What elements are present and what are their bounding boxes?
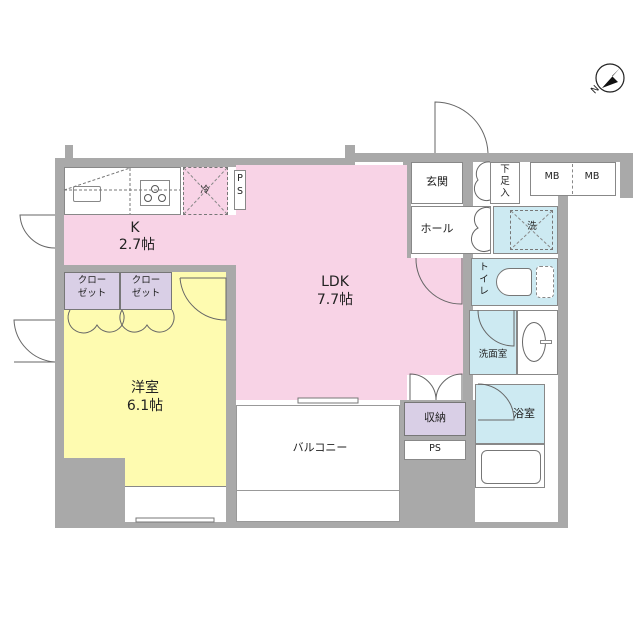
wall-bottom [55, 522, 568, 528]
toilet-tank-icon [536, 266, 554, 298]
western-size: 6.1帖 [126, 398, 164, 414]
washer-label: 洗 [527, 221, 537, 232]
closet-1-label-line2: ゼット [77, 288, 107, 299]
room-western-ext [125, 458, 226, 486]
washer-cross-icon [510, 210, 553, 250]
entrance-label: 玄関 [426, 175, 448, 188]
ps-bottom [404, 440, 466, 460]
north-arrow-icon [595, 63, 625, 93]
washer-box [510, 210, 553, 250]
room-western [64, 310, 226, 458]
fridge-space [183, 167, 228, 215]
wall-entrance-left [403, 158, 411, 258]
hall-label: ホール [420, 222, 454, 235]
mb-divider [572, 164, 573, 194]
closet-1-label-line1: クロー [77, 275, 107, 286]
wall-bath-column [463, 158, 473, 528]
fridge-cross-icon [183, 167, 228, 215]
kitchen-size: 2.7帖 [118, 237, 156, 253]
wall-right-column [558, 153, 568, 528]
closet-2 [120, 272, 172, 310]
closet-1 [64, 272, 120, 310]
wall-stub-top-left [65, 145, 73, 165]
room-kitchen [64, 215, 236, 265]
storage [404, 402, 466, 436]
mb2-label: MB [584, 171, 600, 182]
kitchen-name: K [130, 220, 140, 236]
wall-between-k-closet [60, 265, 235, 273]
ldk-size: 7.7帖 [316, 292, 354, 308]
mb1-label: MB [544, 171, 560, 182]
fridge-label: 冷 [200, 185, 210, 196]
closet-2-label-line1: クロー [131, 275, 161, 286]
outer-wall-left [55, 158, 64, 528]
shoe-cupboard [490, 162, 520, 204]
room-hall [411, 206, 491, 254]
ps-top-label: PS [236, 173, 244, 197]
shoe-cupboard-label: 下足入 [500, 164, 510, 199]
room-ldk [236, 165, 407, 400]
room-entrance [411, 162, 463, 204]
washroom-label: 洗面室 [478, 349, 508, 360]
storage-label: 収納 [424, 411, 446, 424]
toilet-label: トイレ [479, 262, 489, 297]
wall-bottom-left-block [55, 458, 125, 528]
balcony [236, 405, 400, 522]
outer-wall-top-right [345, 153, 633, 162]
closet-2-label-line2: ゼット [131, 288, 161, 299]
stove-icon [140, 180, 170, 206]
outer-wall-top-left [55, 158, 355, 167]
wall-mb-right [620, 153, 633, 198]
balcony-label: バルコニー [292, 441, 348, 454]
room-ldk-right-extension [405, 258, 463, 375]
meter-box [530, 162, 616, 196]
ps-top [234, 170, 246, 210]
ps-bottom-label: PS [429, 443, 441, 454]
burner-icon [144, 185, 166, 202]
western-window-bay [125, 486, 226, 520]
washer-area [493, 206, 558, 254]
faucet-icon [540, 340, 552, 344]
room-bathroom [475, 384, 545, 444]
western-name: 洋室 [131, 380, 159, 396]
toilet-bowl-icon [496, 268, 532, 296]
ldk-name: LDK [321, 274, 349, 290]
balcony-divider [236, 490, 400, 491]
bathroom-label: 浴室 [513, 407, 535, 420]
bathtub-inner-icon [481, 450, 541, 484]
room-washroom [469, 310, 517, 375]
wall-center-vertical [226, 265, 236, 525]
